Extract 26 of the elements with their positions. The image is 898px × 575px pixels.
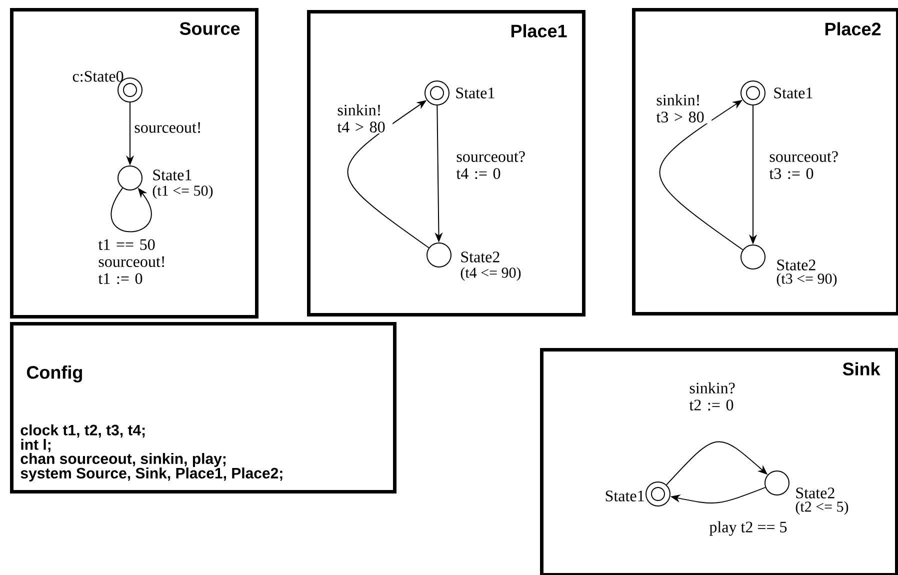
code-line: chan sourceout, sinkin, play; xyxy=(20,453,226,467)
transition-arrow xyxy=(110,188,152,232)
state-name: State2 xyxy=(777,260,816,270)
state-name: State1 xyxy=(153,170,192,180)
edge-label: sourceout? t4 := 0 xyxy=(455,150,534,180)
edge-label: t1 == 50 sourceout! t1 := 0 xyxy=(97,238,173,286)
edge-label: sinkin! t4 > 80 xyxy=(336,103,393,134)
state-name: State1 xyxy=(456,88,494,98)
invariant-label: (t3 <= 90) xyxy=(776,273,837,287)
invariant-label: (t1 <= 50) xyxy=(152,185,213,199)
code-line: int l; xyxy=(21,438,50,452)
invariant-label: (t4 <= 90) xyxy=(460,267,521,281)
edge-label: play t2 == 5 xyxy=(708,520,788,537)
state-name: c:State0 xyxy=(72,70,124,82)
state-name: State2 xyxy=(461,252,500,262)
invariant-label: (t2 <= 5) xyxy=(796,501,848,515)
state-name: State2 xyxy=(796,488,834,498)
code-line: system Source, Sink, Place1, Place2; xyxy=(20,468,282,482)
edge-label: sinkin? t2 := 0 xyxy=(688,381,745,412)
edge-label: sourceout! xyxy=(133,121,203,134)
state-name: State1 xyxy=(606,490,644,502)
state-name: State1 xyxy=(774,88,812,98)
edge-label: sourceout? t3 := 0 xyxy=(768,150,847,180)
transition-arrow xyxy=(347,100,430,248)
code-line: clock t1, t2, t3, t4; xyxy=(20,424,145,438)
edge-label: sinkin! t3 > 80 xyxy=(655,93,712,124)
